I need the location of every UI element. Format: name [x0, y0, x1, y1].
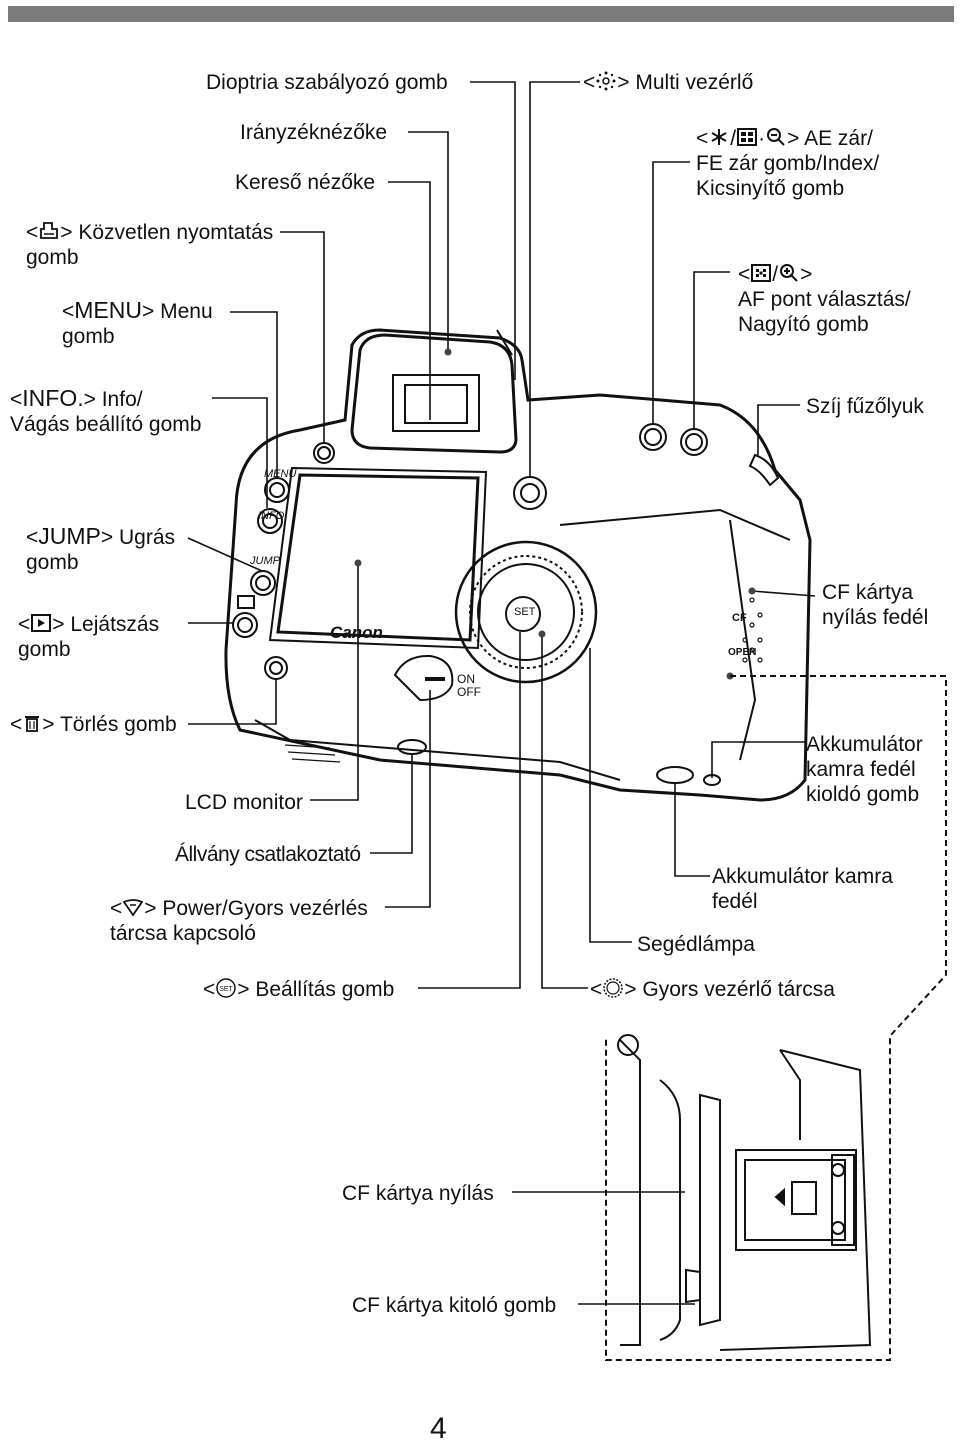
menu-word: MENU: [74, 297, 142, 323]
label-jump: <JUMP> Ugrás gomb: [26, 523, 176, 575]
set-button-icon: SET: [216, 978, 237, 998]
label-allvany: Állvány csatlakoztató: [175, 843, 361, 866]
mark-cf: CF: [732, 612, 747, 624]
label-lcd: LCD monitor: [185, 791, 303, 814]
multi-controller: [513, 476, 547, 510]
label-cf-nyilas: CF kártya nyílás: [342, 1182, 494, 1205]
af-point-icon: [751, 264, 772, 282]
leader-lines: [187, 81, 816, 1305]
ae-af-buttons: [639, 423, 708, 456]
zoom-in-icon: [780, 264, 798, 282]
quick-control-dial: [454, 540, 598, 684]
info-word: INFO.: [22, 385, 84, 411]
ae-lock-icon: [711, 129, 727, 145]
label-torles: <> Törlés gomb: [10, 713, 177, 736]
label-menu: <MENU> Menu gomb: [62, 297, 213, 349]
label-multi: <> Multi vezérlő: [583, 71, 754, 94]
label-af-point: </> AF pont választás/ Nagyító gomb: [738, 263, 911, 336]
power-switch-icon: [122, 899, 144, 917]
cf-slot-inset: [617, 1034, 872, 1351]
label-akku-kiold: Akkumulátor kamra fedél kioldó gomb: [806, 733, 923, 806]
mark-set: SET: [514, 606, 536, 618]
label-akku-fedel: Akkumulátor kamra fedél: [712, 865, 893, 913]
svg-text:SET: SET: [219, 986, 233, 993]
trash-icon: [25, 716, 40, 732]
label-segedlampa: Segédlámpa: [637, 933, 755, 956]
label-kozvetlen: <> Közvetlen nyomtatás gomb: [26, 221, 274, 269]
label-ae-lock: </·> AE zár/ FE zár gomb/Index/ Kicsinyí…: [696, 127, 880, 200]
mark-jump: JUMP: [250, 555, 280, 567]
tripod-socket: [397, 739, 427, 755]
label-dioptria: Dioptria szabályozó gomb: [206, 71, 448, 94]
mark-menu: MENU: [264, 468, 297, 480]
jump-word: JUMP: [38, 523, 101, 549]
header-bar: [8, 6, 954, 22]
label-cf-kitolo: CF kártya kitoló gomb: [352, 1294, 557, 1317]
print-icon: [40, 222, 59, 239]
mark-off: OFF: [457, 685, 481, 699]
mark-on: ON: [457, 672, 475, 686]
label-szij: Szíj fűzőlyuk: [806, 395, 924, 418]
label-power: <> Power/Gyors vezérlés tárcsa kapcsoló: [110, 897, 368, 945]
mark-info: INFO.: [258, 510, 288, 522]
playback-icon: [31, 614, 52, 632]
quick-dial-icon: [603, 978, 624, 998]
battery-release: [656, 766, 721, 786]
left-buttons: [232, 442, 335, 680]
label-kereso: Kereső nézőke: [235, 171, 376, 194]
label-lejatszas: <> Lejátszás gomb: [18, 613, 160, 661]
viewfinder: [350, 329, 518, 454]
label-info: <INFO.> Info/ Vágás beállító gomb: [10, 385, 202, 437]
label-beallitas: <SET> Beállítás gomb: [203, 978, 395, 1001]
index-icon: [737, 128, 758, 146]
mark-open: OPEN: [728, 647, 757, 658]
speaker-grille: [284, 744, 341, 763]
leader-dots: [354, 348, 756, 680]
brand-logo: Canon: [330, 623, 383, 642]
lcd-screen: [268, 466, 488, 650]
label-iranyzek: Irányzéknézőke: [240, 121, 388, 144]
strap-eyelet: [748, 453, 780, 487]
power-switch: [393, 654, 454, 702]
label-cf-fedel: CF kártya nyílás fedél: [822, 581, 929, 629]
multi-controller-icon: [596, 71, 616, 91]
zoom-out-icon: [767, 128, 785, 146]
cf-door-holes: [742, 597, 763, 663]
page-number: 4: [430, 1412, 447, 1445]
label-gyors: <> Gyors vezérlő tárcsa: [590, 978, 835, 1001]
dashed-callout: [605, 675, 947, 1361]
